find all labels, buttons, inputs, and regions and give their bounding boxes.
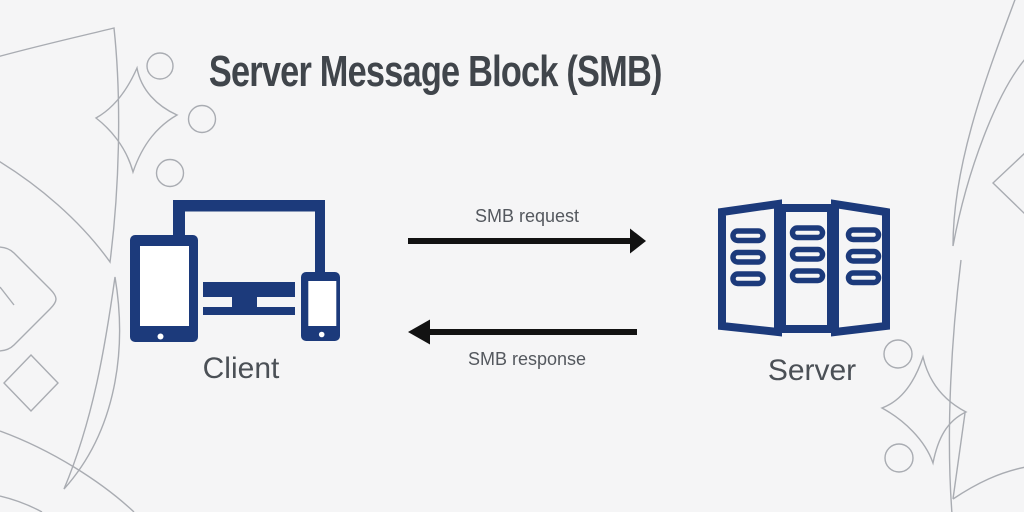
circle-decoration — [187, 104, 217, 134]
circle-decoration — [146, 52, 174, 80]
slash-decoration — [0, 286, 15, 306]
server-label: Server — [767, 354, 857, 387]
client-label: Client — [202, 352, 280, 385]
right-decorations — [880, 0, 1024, 512]
response-label: SMB response — [467, 349, 587, 369]
sparkle-arm-right-bottom — [948, 259, 962, 512]
sparkle-arm-right-bottom-sweep — [952, 466, 1024, 500]
page-title: Server Message Block (SMB) — [35, 46, 835, 98]
tablet-icon — [130, 235, 198, 342]
sparkle-arm-right-bottom-inner — [952, 412, 966, 500]
sparkle-large-left — [0, 27, 120, 264]
monitor-icon — [173, 200, 325, 315]
page-title-text: Server Message Block (SMB) — [208, 47, 663, 96]
sparkle-medium-left — [94, 65, 179, 175]
server-icon — [718, 199, 890, 337]
sparkle-arm-right-top — [952, 0, 1024, 247]
circle-decoration — [883, 339, 913, 369]
diamond-chevron-decoration — [991, 152, 1024, 215]
server-racks-icon — [718, 199, 890, 337]
smartphone-icon — [301, 272, 340, 341]
sparkle-small-right — [880, 354, 968, 466]
response-arrow — [408, 319, 637, 345]
circle-decoration — [155, 158, 185, 188]
left-decorations — [0, 27, 217, 512]
client-devices-icon — [130, 200, 340, 342]
arc-decoration — [0, 430, 135, 512]
request-arrow — [408, 228, 646, 254]
request-label: SMB request — [474, 206, 580, 226]
flow-arrows — [408, 228, 646, 345]
arc-decoration — [0, 495, 43, 512]
rounded-diamond-decoration — [0, 246, 57, 352]
sparkle-arm-left — [63, 276, 121, 490]
circle-decoration — [884, 443, 914, 473]
diamond-decoration — [3, 353, 59, 413]
server-slots — [730, 225, 882, 287]
